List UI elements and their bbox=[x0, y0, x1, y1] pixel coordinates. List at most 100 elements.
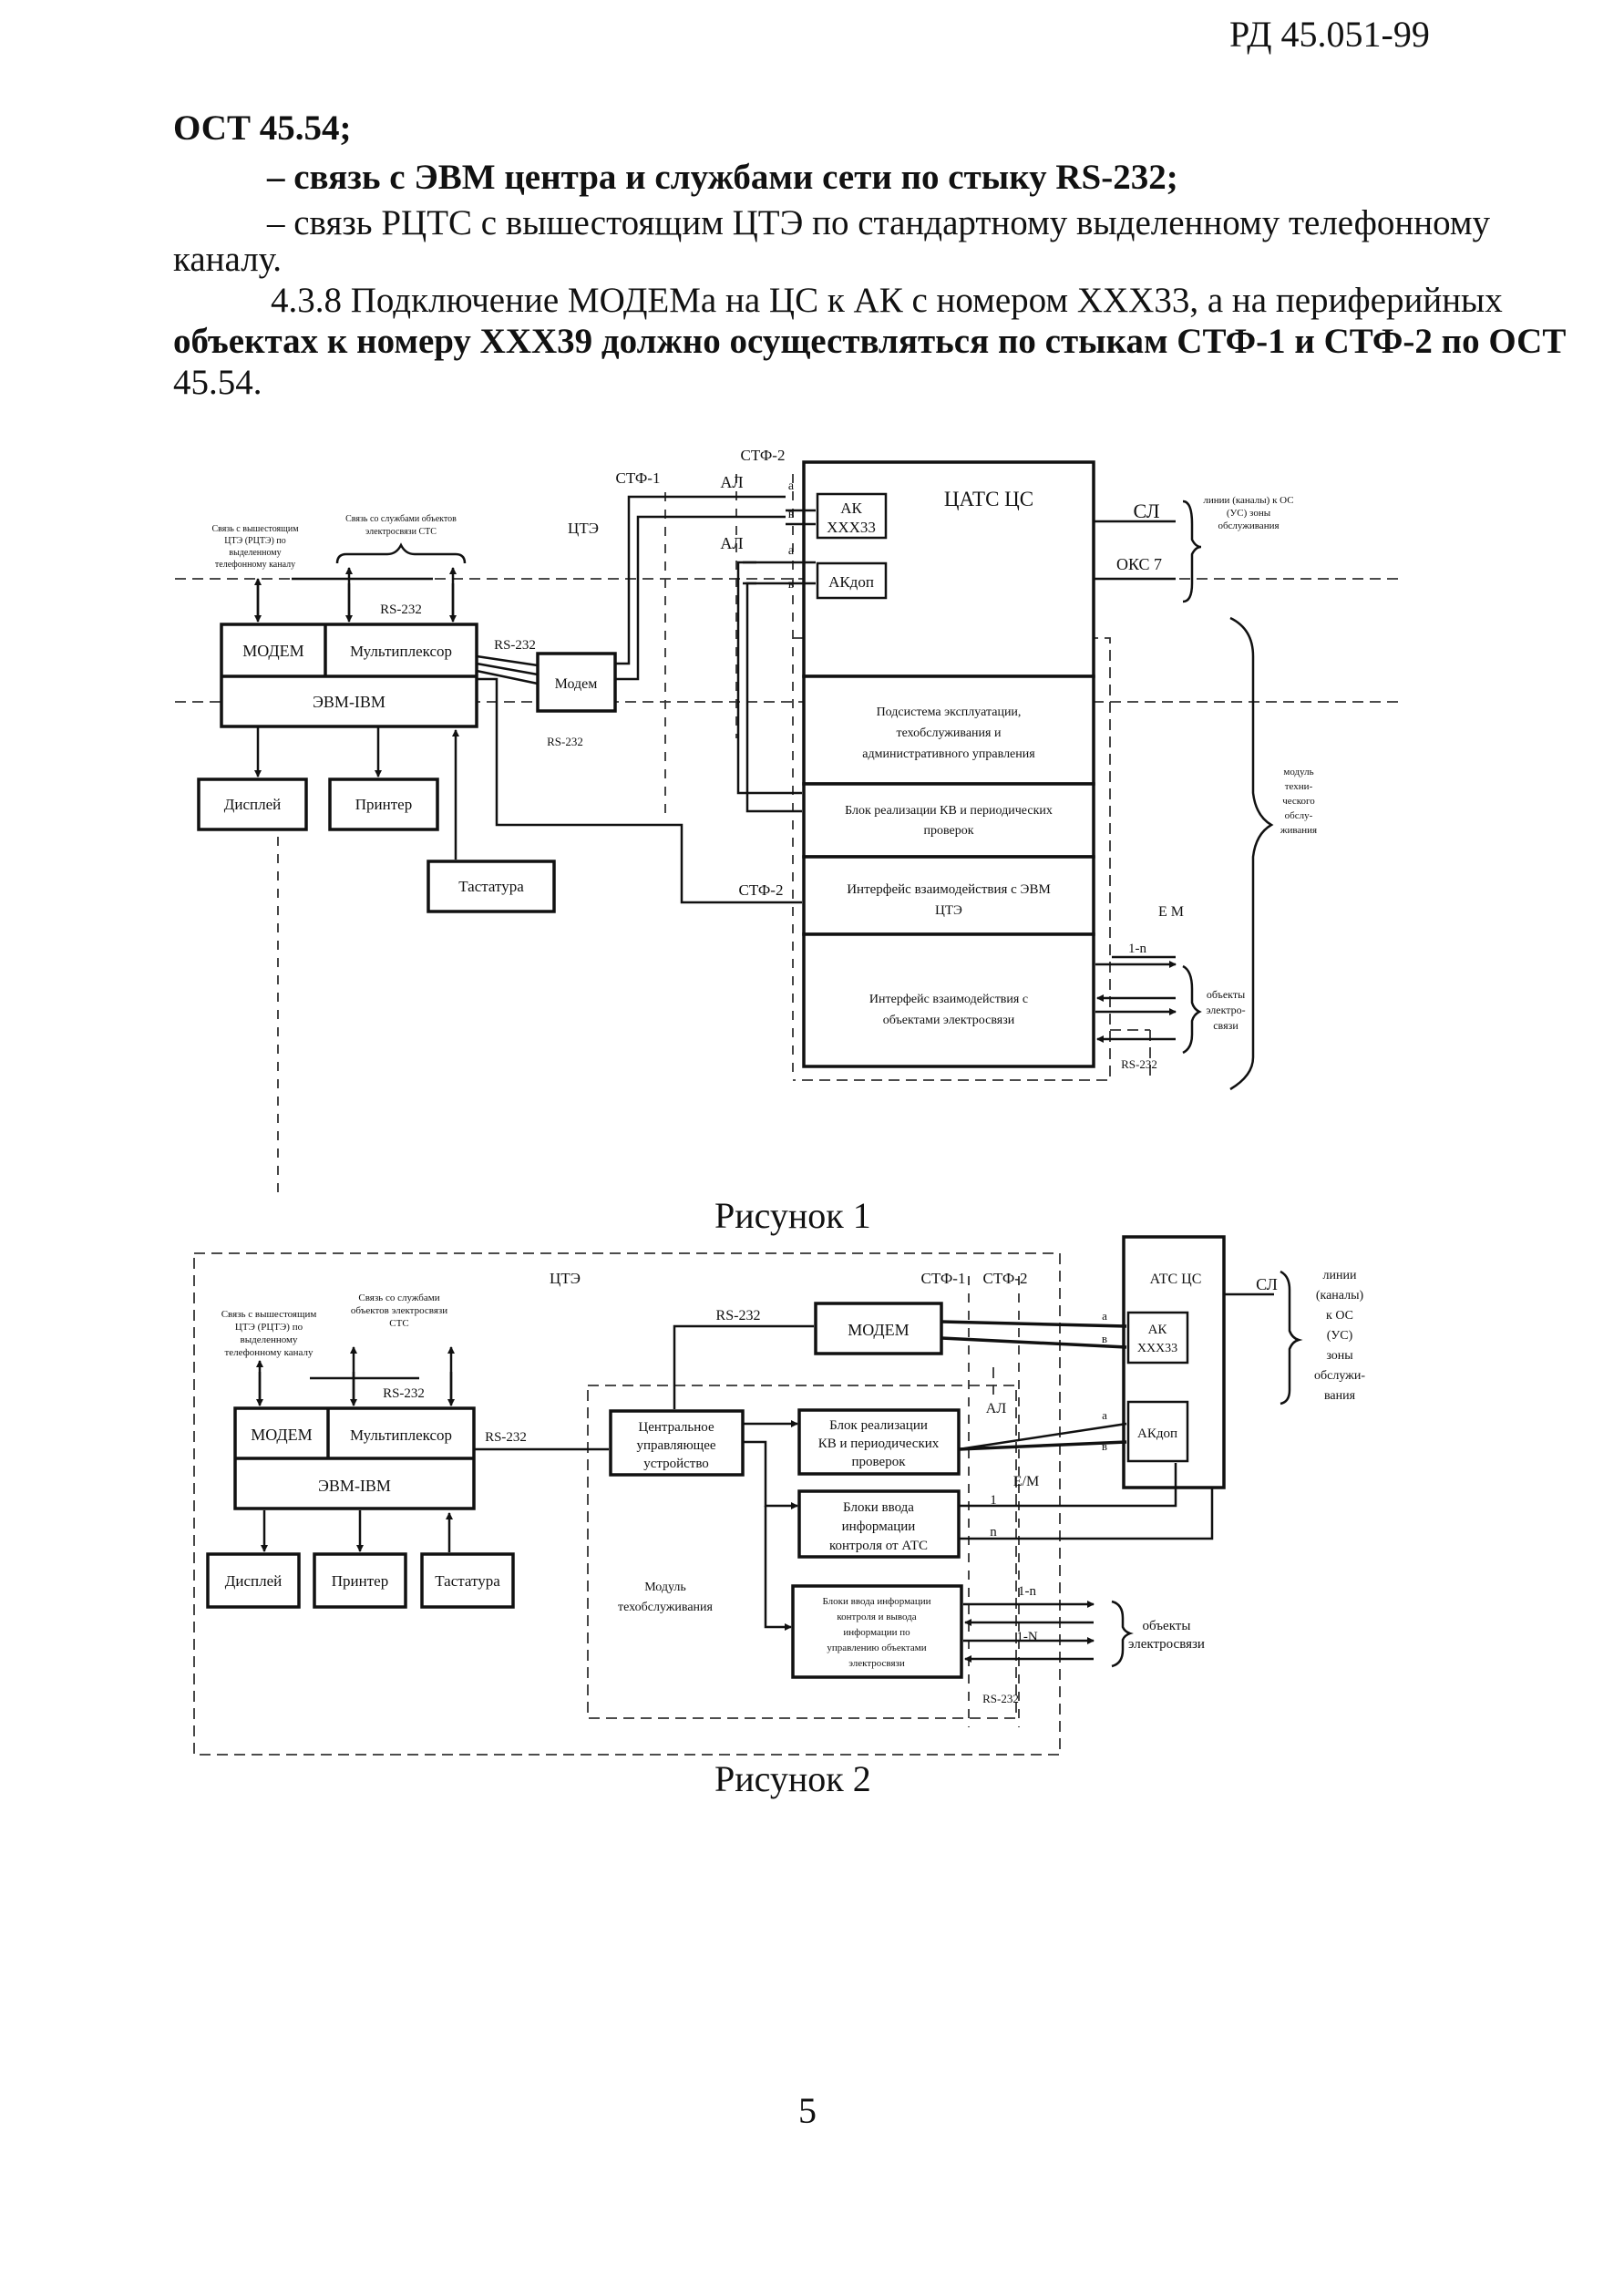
bullet-item-1: – связь с ЭВМ центра и службами сети по … bbox=[267, 158, 1178, 197]
fig1-wire-v: в bbox=[788, 508, 795, 521]
fig2-rs232-d: RS-232 bbox=[982, 1692, 1019, 1705]
figure-1-caption: Рисунок 1 bbox=[714, 1195, 871, 1236]
svg-text:ческого: ческого bbox=[1282, 796, 1315, 807]
paragraph-line-3: 45.54. bbox=[173, 363, 262, 402]
fig2-module-label: Модуль техобслуживания bbox=[618, 1581, 714, 1614]
svg-text:(УС): (УС) bbox=[1327, 1329, 1353, 1343]
fig2-modem-label: МОДЕМ bbox=[251, 1426, 312, 1444]
iface-cte-box bbox=[802, 855, 1095, 936]
svg-text:техобслуживания: техобслуживания bbox=[618, 1601, 714, 1614]
svg-text:Связь со службами: Связь со службами bbox=[358, 1292, 439, 1303]
svg-text:объектов электросвязи: объектов электросвязи bbox=[351, 1305, 447, 1316]
document-code: РД 45.051-99 bbox=[1229, 14, 1430, 55]
svg-text:объектами электросвязи: объектами электросвязи bbox=[883, 1014, 1015, 1027]
fig2-display-box bbox=[206, 1552, 301, 1609]
fig2-evm-label: ЭВМ-IBM bbox=[318, 1477, 391, 1495]
svg-text:СТС: СТС bbox=[389, 1318, 408, 1329]
fig2-rs232-a: RS-232 bbox=[383, 1386, 425, 1401]
fig1-one-n-label: 1-n bbox=[1128, 942, 1146, 956]
svg-text:телефонному каналу: телефонному каналу bbox=[224, 1347, 313, 1358]
fig2-lines-note: линии (каналы) к ОС (УС) зоны обслужи- в… bbox=[1314, 1269, 1365, 1403]
svg-text:техни-: техни- bbox=[1285, 781, 1313, 792]
fig2-wire-v-2: в bbox=[1102, 1439, 1107, 1453]
fig2-objects-label: объекты электросвязи bbox=[1128, 1619, 1205, 1652]
svg-text:контроля и вывода: контроля и вывода bbox=[837, 1612, 916, 1622]
page-number: 5 bbox=[798, 2090, 817, 2131]
figure-1: СТФ-1 СТФ-2 АЛ АЛ а в а в АК ХХХ33 АКдоп… bbox=[175, 447, 1403, 1194]
svg-text:КВ и периодических: КВ и периодических bbox=[818, 1437, 940, 1451]
akdop-box bbox=[816, 561, 888, 600]
svg-text:электросвязи СТС: электросвязи СТС bbox=[365, 527, 437, 537]
svg-text:информации: информации bbox=[842, 1519, 916, 1534]
fig1-subsystem-label: Подсистема эксплуатации, техобслуживания… bbox=[862, 705, 1035, 761]
fig2-sl-label: СЛ bbox=[1256, 1275, 1278, 1293]
fig1-modem-label: МОДЕМ bbox=[242, 642, 303, 660]
fig1-rs232-d: RS-232 bbox=[1121, 1057, 1157, 1071]
svg-text:линии (каналы) к ОС: линии (каналы) к ОС bbox=[1203, 495, 1293, 506]
fig2-akdop-label: АКдоп bbox=[1137, 1426, 1177, 1441]
fig2-stf1-label: СТФ-1 bbox=[921, 1270, 966, 1287]
svg-text:ЦТЭ: ЦТЭ bbox=[935, 903, 962, 918]
fig2-rs232-c: RS-232 bbox=[716, 1308, 761, 1323]
svg-text:контроля от АТС: контроля от АТС bbox=[829, 1539, 928, 1553]
fig2-wire-v: в bbox=[1102, 1332, 1107, 1345]
fig1-rs232-c: RS-232 bbox=[547, 735, 583, 748]
fig1-sl-label: СЛ bbox=[1133, 499, 1159, 522]
fig2-cpu-box bbox=[609, 1409, 745, 1477]
fig1-upper-note: Связь с вышестоящим ЦТЭ (РЦТЭ) по выделе… bbox=[211, 524, 299, 570]
fig2-one-n-label: 1-n bbox=[1018, 1584, 1036, 1599]
fig2-keyboard-label: Тастатура bbox=[435, 1572, 500, 1590]
svg-text:управляющее: управляющее bbox=[636, 1438, 715, 1453]
svg-text:управлению объектами: управлению объектами bbox=[827, 1643, 926, 1653]
svg-text:Центральное: Центральное bbox=[638, 1420, 714, 1435]
svg-text:ЦТЭ (РЦТЭ) по: ЦТЭ (РЦТЭ) по bbox=[235, 1322, 303, 1333]
bullet-item-2-cont: каналу. bbox=[173, 240, 282, 279]
svg-text:Связь со службами объектов: Связь со службами объектов bbox=[345, 514, 457, 524]
fig2-ak-box bbox=[1126, 1311, 1189, 1365]
fig2-kv-block-label: Блок реализации КВ и периодических прове… bbox=[818, 1418, 940, 1469]
fig1-atc-title: ЦАТС ЦС bbox=[944, 488, 1033, 510]
fig1-ak-number: ХХХ33 bbox=[827, 519, 876, 536]
svg-text:Связь с вышестоящим: Связь с вышестоящим bbox=[221, 1309, 317, 1320]
svg-text:выделенному: выделенному bbox=[241, 1334, 298, 1345]
fig1-module-label: модуль техни- ческого обслу- живания bbox=[1280, 767, 1317, 836]
fig1-display-label: Дисплей bbox=[224, 796, 281, 813]
fig1-al-label: АЛ bbox=[720, 473, 743, 491]
svg-text:проверок: проверок bbox=[852, 1455, 907, 1469]
fig1-kv-block-label: Блок реализации КВ и периодических прове… bbox=[845, 804, 1053, 838]
svg-text:техобслуживания и: техобслуживания и bbox=[897, 726, 1002, 740]
fig2-modem-top-box bbox=[814, 1302, 943, 1355]
svg-text:обслу-: обслу- bbox=[1285, 810, 1313, 821]
svg-text:линии: линии bbox=[1323, 1269, 1357, 1282]
svg-text:Интерфейс взаимодействия с: Интерфейс взаимодействия с bbox=[869, 993, 1028, 1006]
fig2-one-label: 1 bbox=[990, 1493, 997, 1508]
subsystem-box bbox=[802, 675, 1095, 786]
fig2-al-label: АЛ bbox=[986, 1401, 1007, 1416]
fig1-iface-obj-label: Интерфейс взаимодействия с объектами эле… bbox=[869, 993, 1028, 1027]
text-line-ost: ОСТ 45.54; bbox=[173, 108, 352, 148]
fig2-printer-box bbox=[313, 1552, 407, 1609]
fig1-keyboard-label: Тастатура bbox=[458, 878, 524, 895]
fig2-keyboard-box bbox=[420, 1552, 515, 1609]
fig1-rs232-a: RS-232 bbox=[380, 602, 422, 617]
fig2-upper-note: Связь с вышестоящим ЦТЭ (РЦТЭ) по выделе… bbox=[221, 1309, 317, 1358]
fig2-modem-top-label: МОДЕМ bbox=[848, 1321, 909, 1339]
fig2-wire-a: а bbox=[1102, 1309, 1107, 1323]
svg-text:Интерфейс взаимодействия с ЭВМ: Интерфейс взаимодействия с ЭВМ bbox=[847, 882, 1051, 897]
svg-text:объекты: объекты bbox=[1143, 1619, 1191, 1633]
fig2-cte-label: ЦТЭ bbox=[550, 1270, 581, 1287]
fig1-wire-a-2: а bbox=[788, 544, 795, 558]
svg-text:живания: живания bbox=[1280, 825, 1317, 836]
fig1-stf1-label: СТФ-1 bbox=[616, 469, 661, 487]
fig2-ak-number: ХХХ33 bbox=[1137, 1342, 1177, 1355]
bullet-item-2: – связь РЦТС с вышестоящим ЦТЭ по станда… bbox=[267, 203, 1491, 242]
fig2-akdop-box bbox=[1126, 1400, 1189, 1463]
fig1-akdop-label: АКдоп bbox=[828, 573, 874, 591]
svg-text:связи: связи bbox=[1213, 1019, 1239, 1032]
fig1-em-label: Е М bbox=[1158, 904, 1184, 920]
svg-text:устройство: устройство bbox=[643, 1457, 709, 1471]
fig2-services-note: Связь со службами объектов электросвязи … bbox=[351, 1292, 447, 1329]
fig1-ak-label: АК bbox=[840, 499, 862, 517]
fig1-stf2-low-label: СТФ-2 bbox=[739, 881, 784, 899]
